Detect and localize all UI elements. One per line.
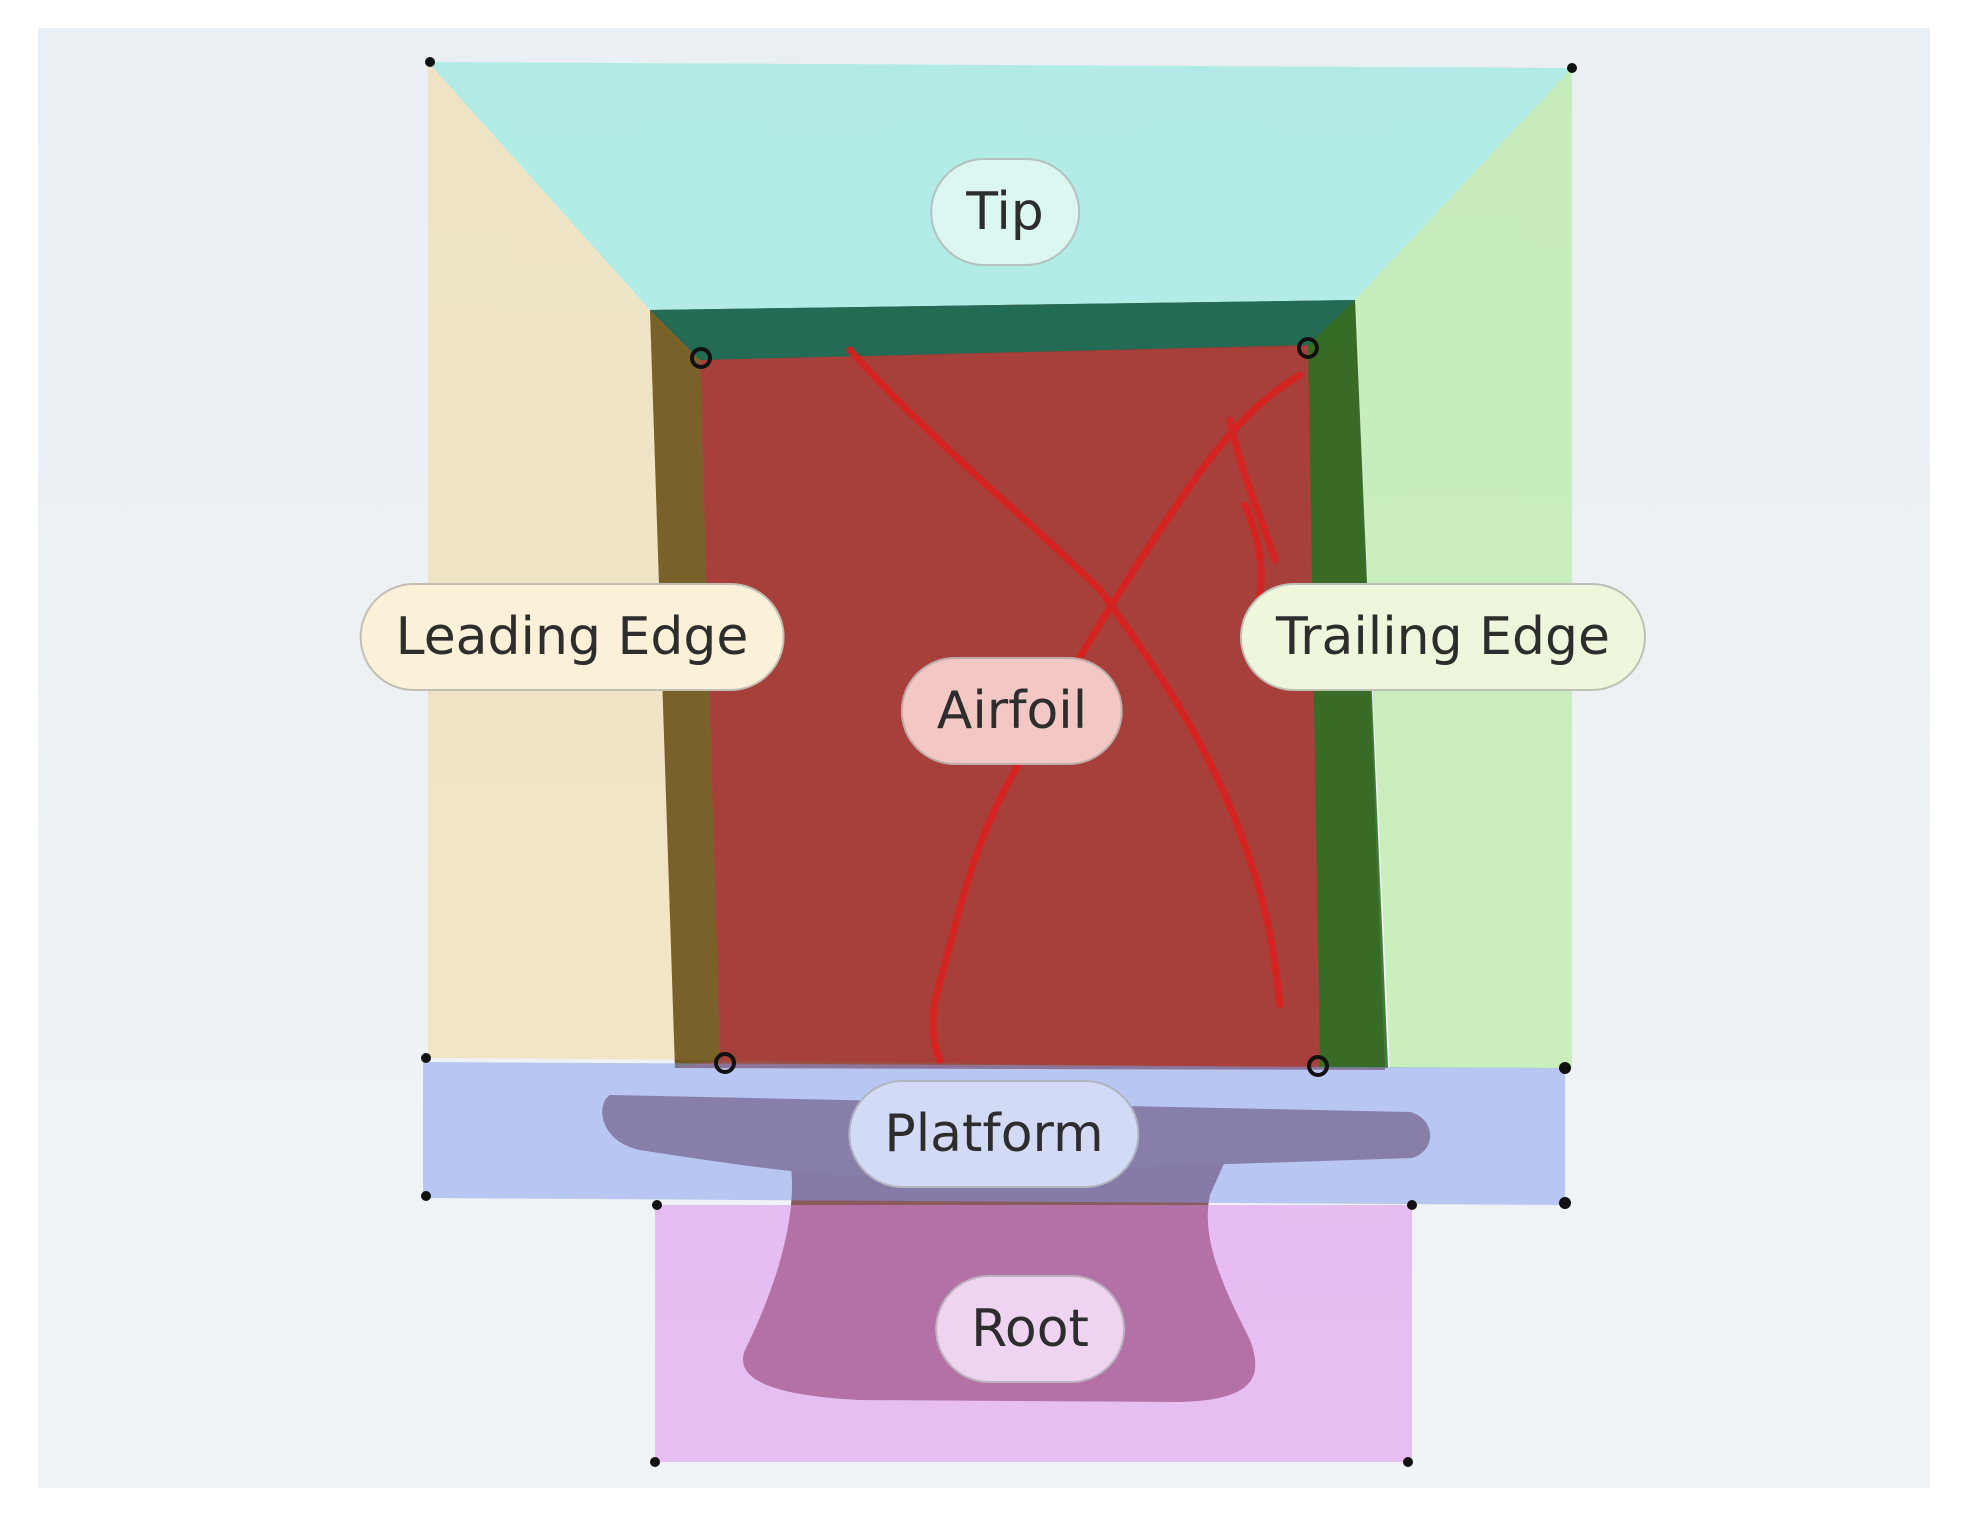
tip-label: Tip: [930, 158, 1080, 266]
airfoil-label: Airfoil: [901, 657, 1123, 765]
vertex-handle[interactable]: [1559, 1062, 1571, 1074]
platform-label: Platform: [848, 1080, 1139, 1188]
vertex-handle[interactable]: [421, 1053, 431, 1063]
trailing-edge-label: Trailing Edge: [1240, 583, 1646, 691]
root-label: Root: [935, 1275, 1125, 1383]
vertex-handle[interactable]: [650, 1457, 660, 1467]
leading-edge-label: Leading Edge: [360, 583, 785, 691]
vertex-handle[interactable]: [1567, 63, 1577, 73]
vertex-handle[interactable]: [652, 1200, 662, 1210]
vertex-handle[interactable]: [1403, 1457, 1413, 1467]
vertex-handle[interactable]: [421, 1191, 431, 1201]
vertex-handle[interactable]: [425, 57, 435, 67]
vertex-handle[interactable]: [1559, 1197, 1571, 1209]
vertex-handle[interactable]: [1407, 1200, 1417, 1210]
